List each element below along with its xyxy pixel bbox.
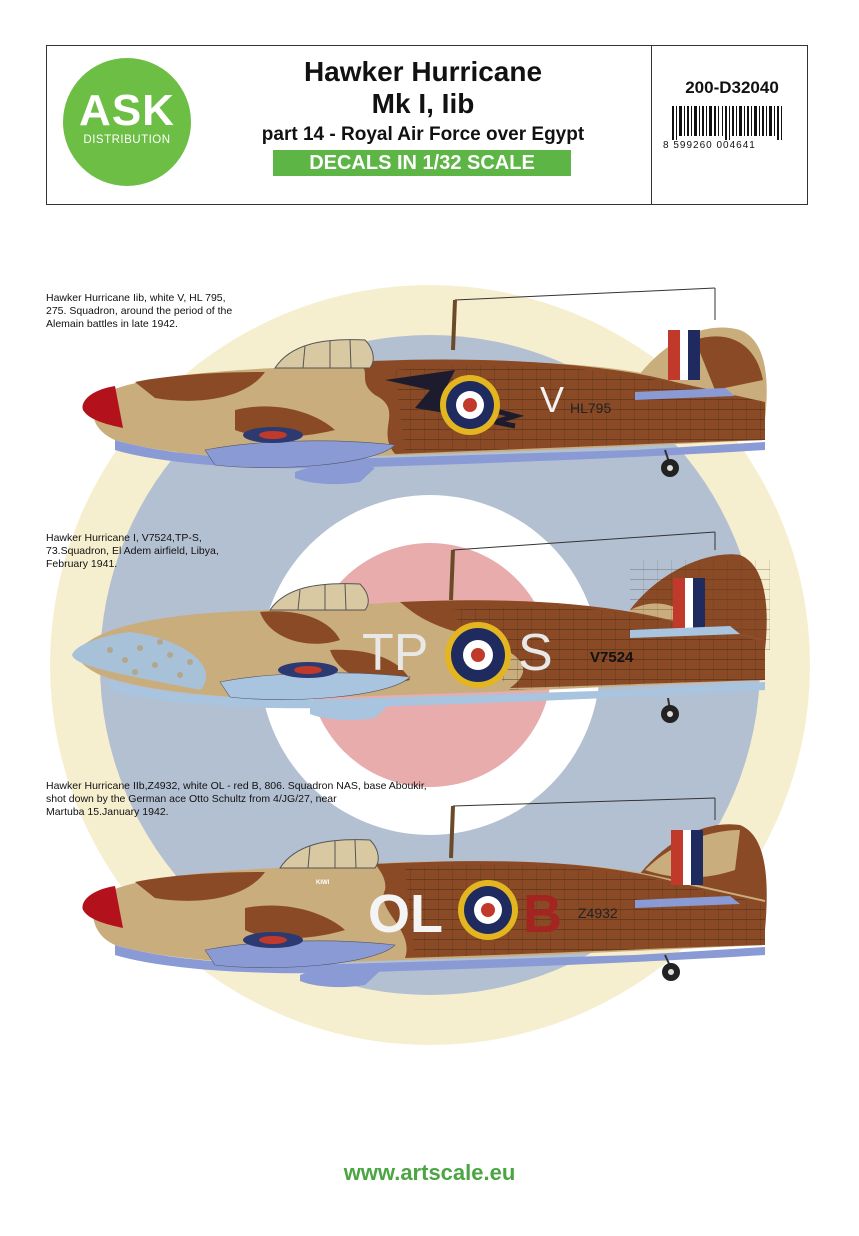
website-url[interactable]: www.artscale.eu <box>343 1160 516 1185</box>
barcode-icon <box>672 106 782 140</box>
aircraft-1-serial: HL795 <box>570 400 611 416</box>
aircraft-3-caption: Hawker Hurricane IIb,Z4932, white OL - r… <box>46 780 506 819</box>
product-subtitle: part 14 - Royal Air Force over Egypt <box>261 124 585 145</box>
aircraft-1-code-letter: V <box>540 379 564 420</box>
caption-line: February 1941. <box>46 558 118 570</box>
aircraft-3-code-letter: B <box>523 884 562 944</box>
aircraft-2-serial: V7524 <box>590 649 634 666</box>
aircraft-2-v7524 <box>72 531 770 723</box>
caption-line: shot down by the German ace Otto Schultz… <box>46 793 337 805</box>
aircraft-3-code-letters: OL <box>368 884 443 944</box>
caption-line: Alemain battles in late 1942. <box>46 318 178 330</box>
barcode-number: 8 599260 004641 <box>663 140 756 151</box>
caption-line: Hawker Hurricane I, V7524,TP-S, <box>46 532 202 544</box>
caption-line: 275. Squadron, around the period of the <box>46 305 233 317</box>
ask-distribution-logo: ASK DISTRIBUTION <box>63 58 191 186</box>
caption-line: Martuba 15.January 1942. <box>46 806 169 818</box>
aircraft-1-caption: Hawker Hurricane Iib, white V, HL 795, 2… <box>46 292 286 331</box>
product-title-line2: Mk I, Iib <box>371 88 475 119</box>
aircraft-3-serial: Z4932 <box>578 905 618 921</box>
logo-subtext: DISTRIBUTION <box>83 134 171 146</box>
product-code: 200-D32040 <box>685 78 779 97</box>
aircraft-1-hl795 <box>82 287 767 485</box>
aircraft-2-code-letters: TP <box>362 624 428 682</box>
aircraft-3-z4932 <box>82 797 767 988</box>
product-title-line1: Hawker Hurricane <box>303 56 543 87</box>
aircraft-2-code-letter: S <box>518 624 553 682</box>
caption-line: Hawker Hurricane Iib, white V, HL 795, <box>46 292 226 304</box>
scale-banner: DECALS IN 1/32 SCALE <box>273 150 571 176</box>
logo-text: ASK <box>79 86 175 135</box>
caption-line: Hawker Hurricane IIb,Z4932, white OL - r… <box>46 780 427 792</box>
aircraft-2-caption: Hawker Hurricane I, V7524,TP-S, 73.Squad… <box>46 532 286 571</box>
caption-line: 73.Squadron, El Adem airfield, Libya, <box>46 545 219 557</box>
aircraft-3-nose-name: KIWI <box>316 880 330 886</box>
header-box: ASK DISTRIBUTION Hawker Hurricane Mk I, … <box>46 45 808 205</box>
header-divider <box>651 46 652 204</box>
